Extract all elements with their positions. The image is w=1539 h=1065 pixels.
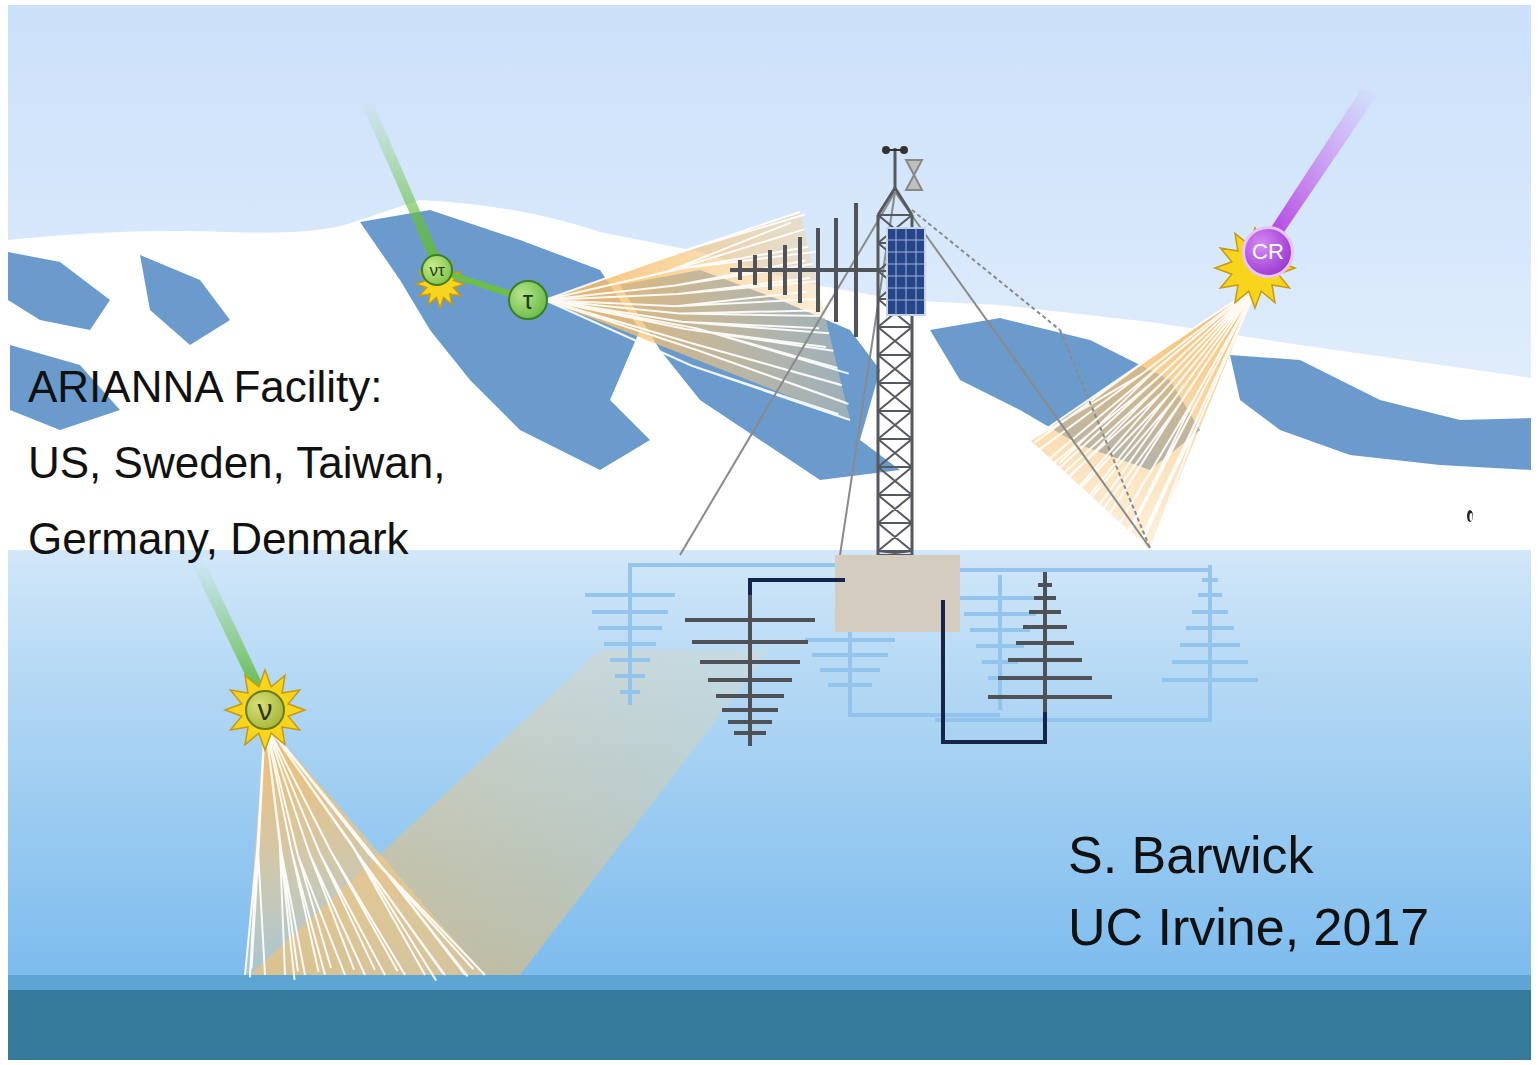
ice-bottom xyxy=(8,975,1531,990)
penguin xyxy=(1467,510,1473,522)
particle-track xyxy=(452,275,509,294)
anemometer xyxy=(883,147,922,190)
shower-lines xyxy=(1027,285,1258,550)
snow-mountains xyxy=(8,200,1531,550)
interaction-bursts xyxy=(225,228,1295,750)
particle-symbol: ντ xyxy=(429,262,444,279)
particle-symbol: τ xyxy=(523,287,533,313)
tower xyxy=(878,148,912,555)
solar-panel xyxy=(887,228,925,315)
guy-wires xyxy=(680,192,1150,555)
caption-text: ARIANNA Facility: xyxy=(28,362,383,413)
radio-cone xyxy=(545,212,850,420)
caption-text: UC Irvine, 2017 xyxy=(1068,898,1429,958)
sky xyxy=(8,5,1531,550)
shower-lines xyxy=(245,722,485,981)
particle-circle: ντ xyxy=(421,254,453,286)
particle-symbol: CR xyxy=(1252,241,1284,263)
starburst xyxy=(225,670,305,750)
surface-lpda xyxy=(730,203,880,337)
caption-text: US, Sweden, Taiwan, xyxy=(28,438,445,489)
particle-circle: ν xyxy=(245,690,285,730)
ocean xyxy=(8,990,1531,1060)
ice-shelf xyxy=(8,550,1531,975)
particle-circle: τ xyxy=(508,280,548,320)
buried-lpda xyxy=(685,572,1112,746)
caption-text: S. Barwick xyxy=(1068,826,1314,886)
shower-lines xyxy=(545,212,850,420)
caption-text: Germany, Denmark xyxy=(28,514,409,565)
particle-symbol: ν xyxy=(258,695,273,725)
particle-circle: CR xyxy=(1242,226,1294,278)
